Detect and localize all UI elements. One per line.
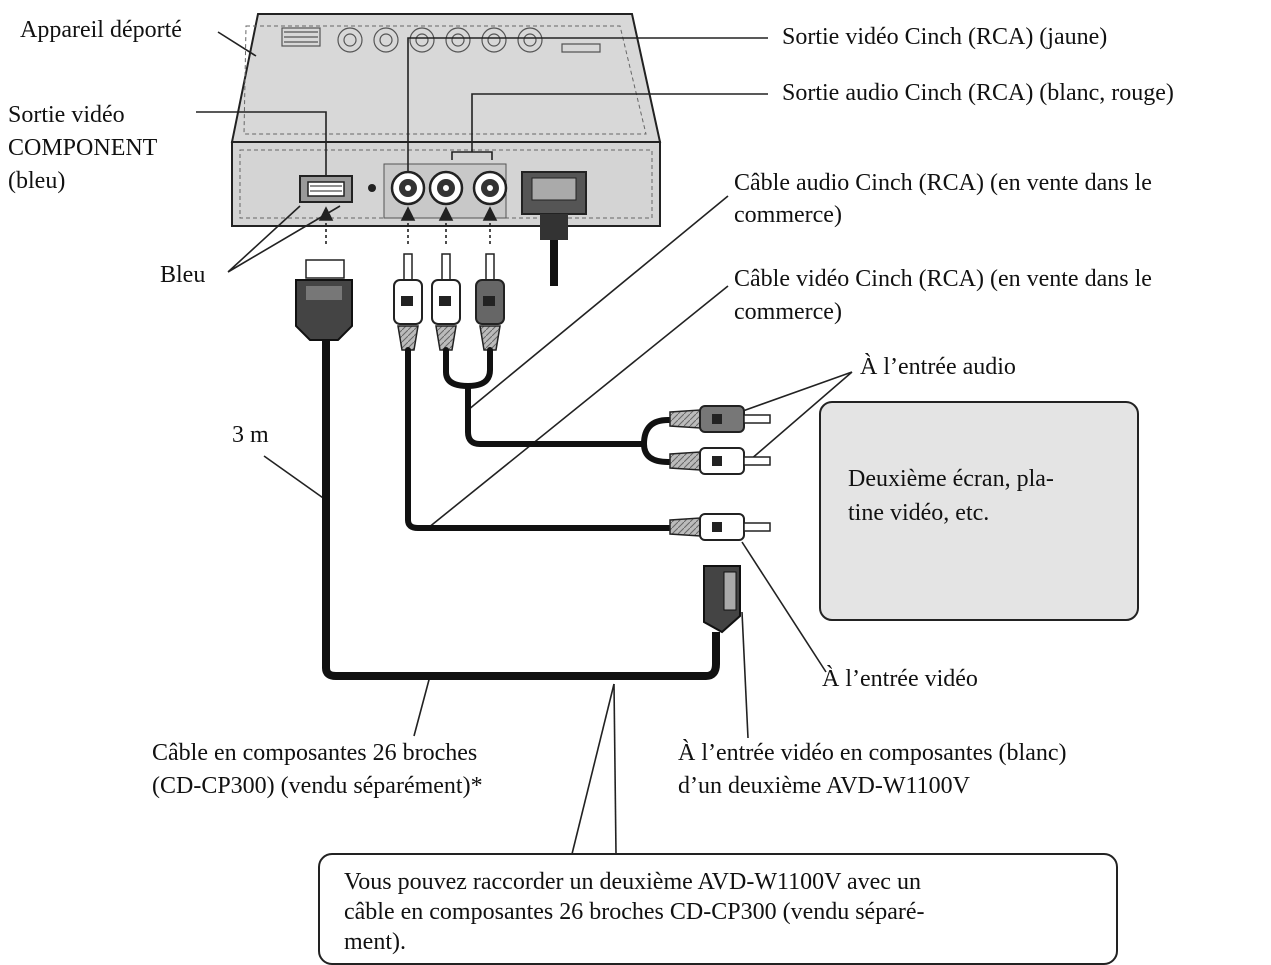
- rca-jack-audio-white: [428, 170, 464, 206]
- label-cable-26-1: Câble en composantes 26 broches: [152, 740, 478, 766]
- rca-plug-audio-red-top: [475, 253, 505, 351]
- label-component-in-2: d’un deuxième AVD-W1100V: [678, 773, 970, 799]
- label-component-out-1: Sortie vidéo: [8, 102, 125, 128]
- label-component-in-1: À l’entrée vidéo en composantes (blanc): [678, 740, 1067, 766]
- vent-grille: [281, 27, 601, 53]
- screen-line-1: Deuxième écran, pla-: [848, 466, 1054, 492]
- rca-plug-video-end: [669, 513, 771, 541]
- note-line-1: Vous pouvez raccorder un deuxième AVD-W1…: [344, 869, 921, 895]
- screen-line-2: tine vidéo, etc.: [848, 500, 990, 526]
- power-connector: [521, 171, 587, 286]
- rca-plug-audio-white-top: [431, 253, 461, 351]
- label-component-out-2: COMPONENT: [8, 135, 158, 161]
- label-audio-in: À l’entrée audio: [860, 354, 1016, 380]
- remote-unit: [230, 13, 662, 286]
- label-video-cable-1: Câble vidéo Cinch (RCA) (en vente dans l…: [734, 266, 1152, 292]
- label-component-out-3: (bleu): [8, 168, 66, 194]
- component-port: [299, 175, 353, 203]
- rca-jack-video: [390, 170, 426, 206]
- label-remote-unit: Appareil déporté: [20, 17, 182, 43]
- label-video-cable-2: commerce): [734, 299, 842, 325]
- label-cable-26-2: (CD-CP300) (vendu séparément)*: [152, 773, 483, 799]
- note-box: Vous pouvez raccorder un deuxième AVD-W1…: [318, 853, 1118, 965]
- rca-plug-audio-red-end: [669, 405, 771, 433]
- screw-hole: [368, 184, 376, 192]
- label-video-out: Sortie vidéo Cinch (RCA) (jaune): [782, 24, 1108, 50]
- leader-lines: [196, 31, 853, 855]
- label-audio-cable-1: Câble audio Cinch (RCA) (en vente dans l…: [734, 170, 1152, 196]
- label-length: 3 m: [232, 422, 269, 448]
- insert-arrows: [318, 206, 498, 244]
- component-cable: [295, 259, 741, 680]
- rca-jack-audio-red: [472, 170, 508, 206]
- second-screen-text: Deuxième écran, pla- tine vidéo, etc.: [848, 462, 1118, 530]
- label-video-in: À l’entrée vidéo: [822, 666, 978, 692]
- rca-plug-audio-white-end: [669, 447, 771, 475]
- rca-plug-video-top: [393, 253, 423, 351]
- cinch-cables: [405, 347, 675, 531]
- label-audio-out: Sortie audio Cinch (RCA) (blanc, rouge): [782, 80, 1174, 106]
- second-screen-box: [819, 401, 1139, 621]
- note-line-3: ment).: [344, 929, 406, 955]
- note-line-2: câble en composantes 26 broches CD-CP300…: [344, 899, 925, 925]
- label-blue: Bleu: [160, 262, 206, 288]
- label-audio-cable-2: commerce): [734, 202, 842, 228]
